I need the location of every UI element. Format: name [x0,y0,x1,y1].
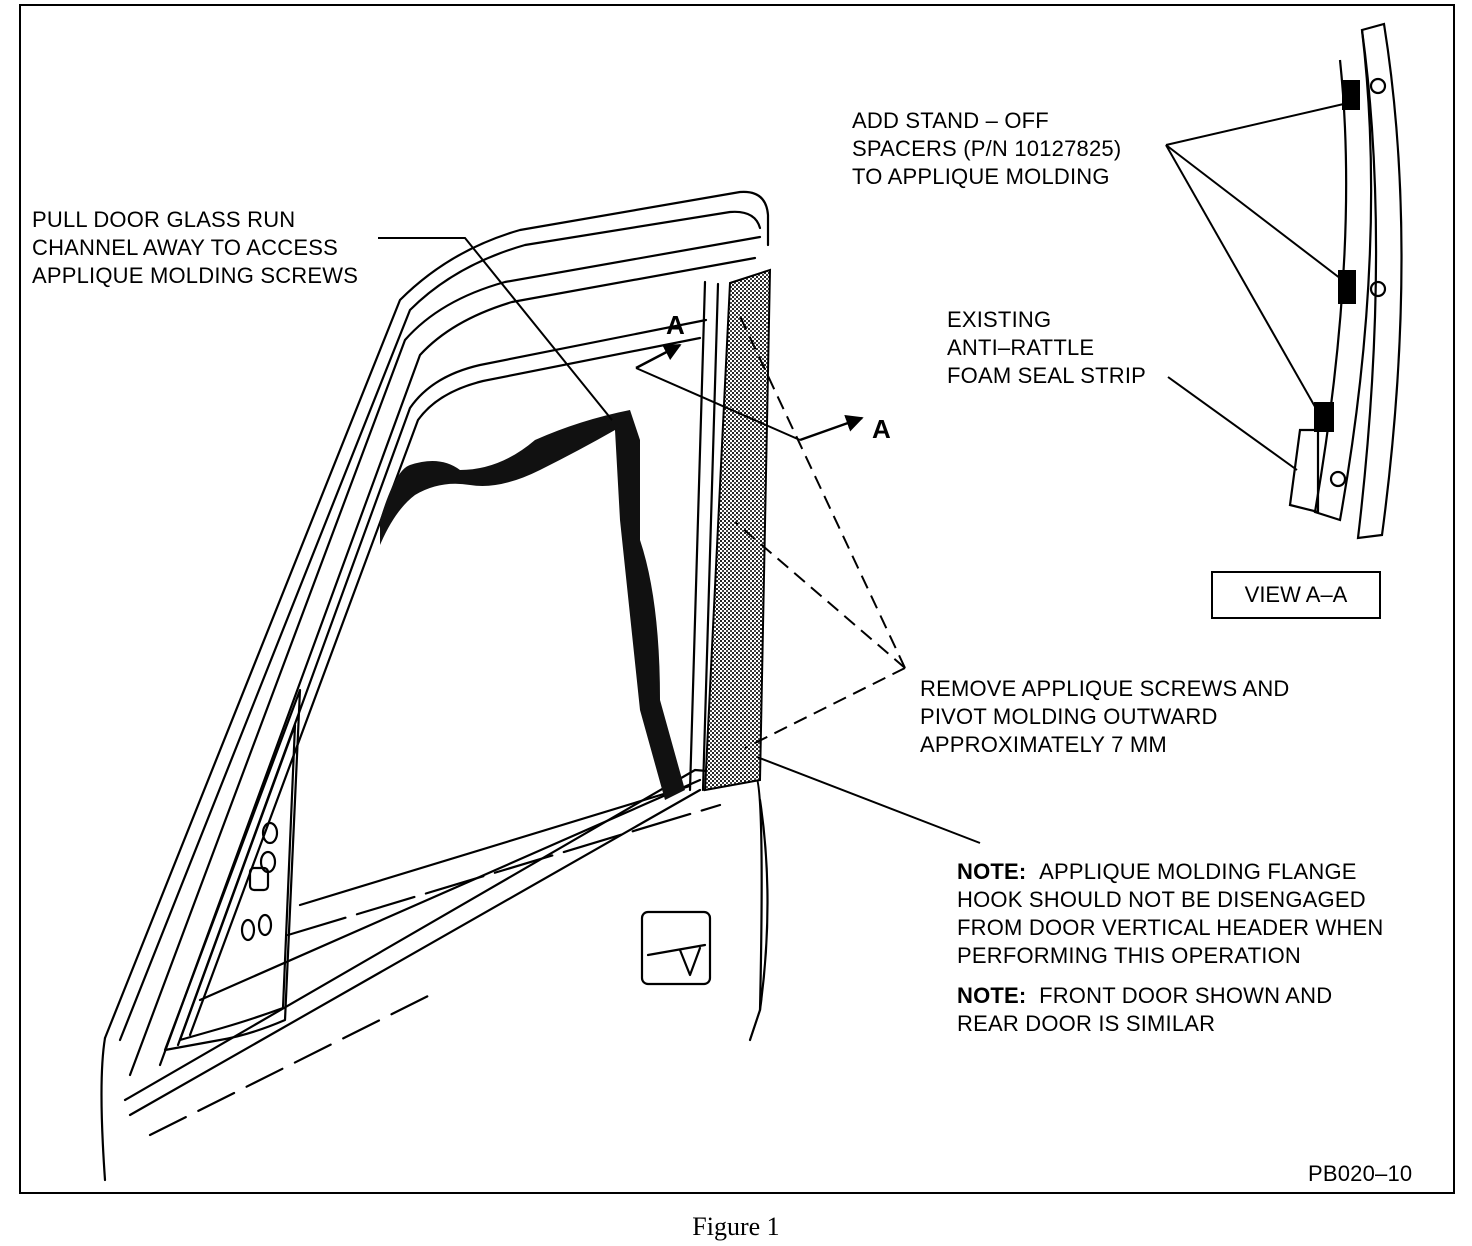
callout-remove-screws: REMOVE APPLIQUE SCREWS AND PIVOT MOLDING… [920,675,1290,759]
leader-note [756,756,981,844]
section-mark-lower: A [872,414,891,444]
note-line: FROM DOOR VERTICAL HEADER WHEN [957,915,1384,940]
belt-molding-2 [128,788,702,1117]
figure-frame [19,4,1455,1194]
leader-spacers-3 [1165,144,1319,413]
section-arrow-upper [635,343,682,370]
leader-pull-channel [378,237,613,421]
note-line: REAR DOOR IS SIMILAR [957,1011,1216,1036]
leader-foam [1167,376,1298,471]
callout-line: APPLIQUE MOLDING SCREWS [32,263,359,288]
note-1: NOTE: APPLIQUE MOLDING FLANGE HOOK SHOUL… [957,858,1383,970]
callout-line: REMOVE APPLIQUE SCREWS AND [920,676,1290,701]
callout-line: SPACERS (P/N 10127825) [852,136,1122,161]
b-pillar-edge [688,280,707,792]
callout-pull-channel: PULL DOOR GLASS RUN CHANNEL AWAY TO ACCE… [32,206,358,290]
belt-molding [123,768,763,1102]
note-line: FRONT DOOR SHOWN AND [1039,983,1333,1008]
leader-screw-3 [744,667,906,749]
callout-line: EXISTING [947,307,1052,332]
leader-spacers-2 [1165,144,1346,283]
note-line: HOOK SHOULD NOT BE DISENGAGED [957,887,1366,912]
callout-line: PULL DOOR GLASS RUN [32,207,296,232]
door-frame-outer-2 [118,210,762,1042]
spacer-3 [1314,402,1334,432]
callout-line: APPROXIMATELY 7 MM [920,732,1167,757]
leader-screw-2 [734,521,906,669]
callout-line: PIVOT MOLDING OUTWARD [920,704,1218,729]
note-line: APPLIQUE MOLDING FLANGE [1039,859,1357,884]
section-mark-upper: A [666,310,685,340]
callout-line: ANTI–RATTLE [947,335,1095,360]
callout-line: CHANNEL AWAY TO ACCESS [32,235,338,260]
door-handle [640,910,712,986]
figure-caption: Figure 1 [692,1212,780,1241]
section-arrow-lower [799,415,864,442]
vent-window-inner [178,723,297,1042]
note-2: NOTE: FRONT DOOR SHOWN AND REAR DOOR IS … [957,982,1332,1038]
door-frame-outer [103,190,770,1040]
b-pillar-edge-2 [701,282,720,792]
callout-foam-strip: EXISTING ANTI–RATTLE FOAM SEAL STRIP [947,306,1146,390]
view-label: VIEW A–A [1211,571,1381,619]
window-opening [176,318,708,1047]
door-body-edge [100,1036,107,1182]
note-label: NOTE: [957,859,1027,884]
note-line: PERFORMING THIS OPERATION [957,943,1301,968]
callout-line: ADD STAND – OFF [852,108,1049,133]
applique-molding [703,268,772,792]
leader-spacers-1 [1165,102,1349,146]
note-label: NOTE: [957,983,1027,1008]
callout-add-spacers: ADD STAND – OFF SPACERS (P/N 10127825) T… [852,107,1121,191]
vent-window [163,688,302,1052]
figure-id: PB020–10 [1308,1161,1413,1186]
spacer-2 [1338,270,1356,304]
callout-line: TO APPLIQUE MOLDING [852,164,1110,189]
door-front-edge [748,798,769,1042]
view-a-detail [1288,22,1403,540]
door-frame-inner-1 [128,235,762,1077]
window-opening-2 [188,336,702,1037]
callout-line: FOAM SEAL STRIP [947,363,1147,388]
glass-run-channel [380,410,685,800]
spacer-1 [1342,80,1360,110]
section-line [635,367,801,441]
door-frame-inner-2 [158,256,757,1067]
